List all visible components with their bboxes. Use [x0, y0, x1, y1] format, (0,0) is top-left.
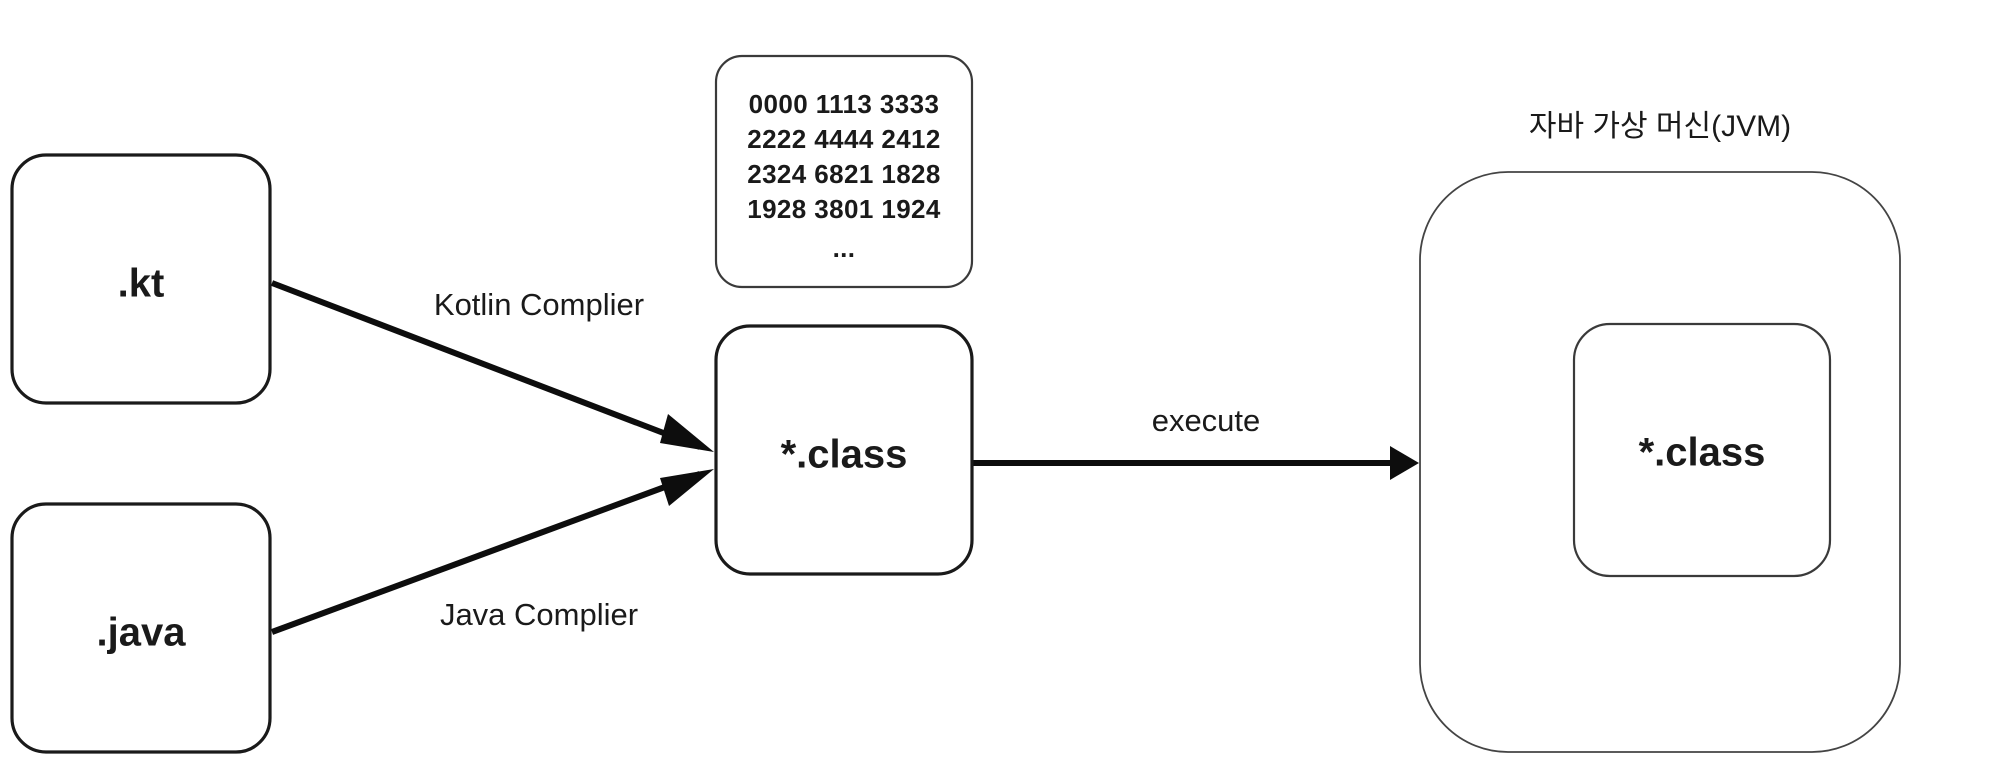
kotlin-compiler-edge-label-group: Kotlin Complier [434, 287, 644, 322]
kotlin-source-box-label: .kt [118, 262, 165, 306]
class-file-box-label: *.class [781, 433, 908, 477]
kotlin-source-box[interactable]: .kt [10, 153, 272, 405]
jvm-class-file-box[interactable]: *.class [1572, 322, 1832, 578]
jvm-class-file-box-shape [1572, 322, 1832, 578]
java-source-box[interactable]: .java [10, 502, 272, 754]
jvm-container-box-label: 자바 가상 머신(JVM) [1529, 110, 1791, 143]
kotlin-compiler-edge-line [270, 280, 702, 450]
bytecode-line-5-ellipsis: ... [833, 233, 856, 263]
java-source-box-shape [10, 502, 272, 754]
bytecode-listing-box-shape [714, 54, 974, 289]
bytecode-line-3: 2324 6821 1828 [747, 159, 941, 189]
bytecode-line-1: 0000 1113 3333 [749, 89, 940, 119]
bytecode-line-4: 1928 3801 1924 [747, 194, 941, 224]
java-source-box-label: .java [97, 611, 187, 655]
java-compiler-edge-label-group: Java Complier [440, 597, 638, 632]
kotlin-source-box-shape [10, 153, 272, 405]
class-file-box[interactable]: *.class [714, 324, 974, 576]
bytecode-listing-box[interactable]: 0000 1113 3333 2222 4444 2412 2324 6821 … [714, 54, 974, 289]
execute-edge [972, 446, 1419, 480]
execute-edge-arrowhead [1390, 446, 1419, 480]
kotlin-compiler-edge-arrowhead [660, 414, 714, 452]
class-file-box-shape [714, 324, 974, 576]
kotlin-compiler-edge [270, 280, 714, 452]
java-compiler-edge-label: Java Complier [440, 597, 638, 632]
bytecode-line-2: 2222 4444 2412 [747, 124, 941, 154]
execute-edge-label: execute [1152, 403, 1261, 438]
execute-edge-label-group: execute [1152, 403, 1261, 438]
java-compiler-edge [270, 469, 714, 635]
jvm-class-file-box-label: *.class [1639, 431, 1766, 475]
java-compiler-edge-arrowhead [660, 469, 714, 506]
java-compiler-edge-line [270, 471, 702, 635]
kotlin-compiler-edge-label: Kotlin Complier [434, 287, 644, 322]
